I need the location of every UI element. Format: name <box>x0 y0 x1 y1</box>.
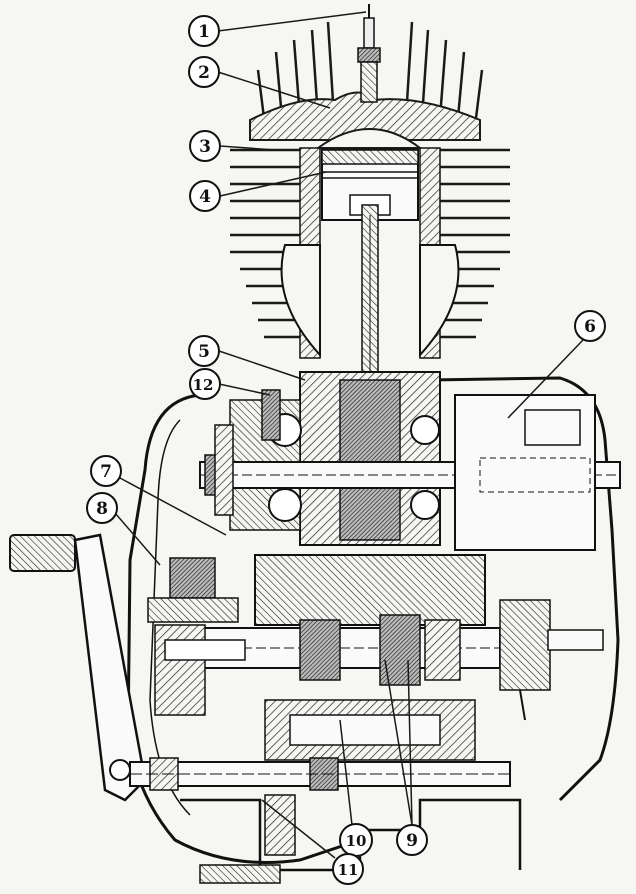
head-fin <box>474 69 484 119</box>
callout-1-label: 1 <box>198 22 210 42</box>
head-fin <box>256 69 266 119</box>
bearing-housing-left <box>214 389 281 516</box>
callout-11: 11 <box>332 853 364 885</box>
callout-9-label: 9 <box>406 831 418 851</box>
gear-selector-mechanism <box>499 599 604 721</box>
callout-1: 1 <box>188 15 220 47</box>
callout-8-label: 8 <box>96 499 108 519</box>
leader-line-10 <box>339 719 353 826</box>
crankcase-bottom <box>180 794 522 884</box>
callout-5: 5 <box>188 335 220 367</box>
gearbox <box>199 554 501 761</box>
callout-12-label: 12 <box>193 376 214 394</box>
callout-9: 9 <box>396 824 428 856</box>
callout-7-label: 7 <box>100 462 112 482</box>
head-fin <box>456 51 466 119</box>
callout-3: 3 <box>189 130 221 162</box>
leader-line-9 <box>384 659 413 826</box>
head-cooling-fins <box>256 21 484 119</box>
callout-2: 2 <box>188 56 220 88</box>
connecting-rod <box>361 204 379 396</box>
generator-housing <box>454 394 596 551</box>
callout-6: 6 <box>574 310 606 342</box>
leader-line-12 <box>218 383 271 396</box>
callout-3-label: 3 <box>199 137 211 157</box>
leader-line-5 <box>218 350 306 381</box>
spark-plug <box>357 4 381 103</box>
callout-10-label: 10 <box>346 832 367 850</box>
leader-line-11 <box>261 799 336 859</box>
head-fin <box>438 39 448 119</box>
callout-4-label: 4 <box>199 187 211 207</box>
callout-11-label: 11 <box>338 861 359 879</box>
callout-4: 4 <box>189 180 221 212</box>
callout-10: 10 <box>339 823 373 857</box>
leader-line-4 <box>219 171 327 197</box>
leader-line-2 <box>217 71 331 109</box>
kickstart-shaft <box>129 757 511 791</box>
clutch-assembly <box>147 557 246 716</box>
leader-line-8 <box>114 512 161 566</box>
callout-8: 8 <box>86 492 118 524</box>
leader-line-3 <box>219 145 276 151</box>
callout-6-label: 6 <box>584 317 596 337</box>
leader-line-7 <box>119 477 227 536</box>
callout-7: 7 <box>90 455 122 487</box>
cylinder-barrel <box>230 147 510 359</box>
leader-line-1 <box>217 11 367 32</box>
cylinder-head <box>249 21 484 149</box>
leader-line-9b <box>407 659 413 826</box>
leader-line-6 <box>507 339 584 419</box>
callout-5-label: 5 <box>198 342 210 362</box>
leader-lines <box>114 11 584 859</box>
callout-12: 12 <box>189 368 221 400</box>
callout-2-label: 2 <box>198 63 210 83</box>
kickstart-lever <box>9 533 147 802</box>
